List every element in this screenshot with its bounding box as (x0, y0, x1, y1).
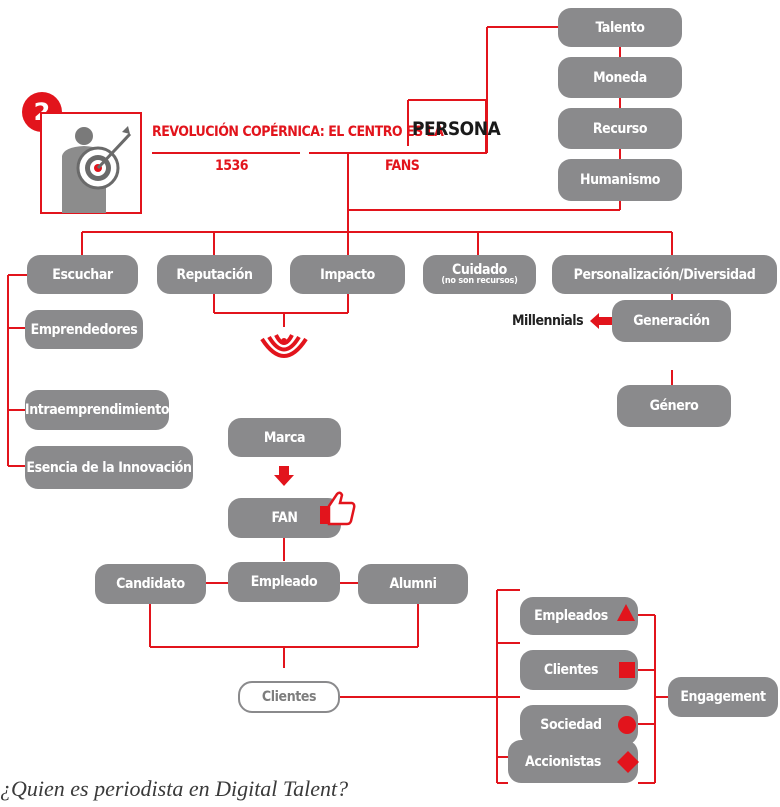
cuidado-box: Cuidado (no son recursos) (423, 255, 536, 294)
personalizacion-box: Personalización/Diversidad (552, 255, 777, 294)
alumni-box: Alumni (358, 564, 468, 604)
millennials-label: Millennials (512, 313, 584, 329)
empleado-box: Empleado (228, 562, 340, 602)
square-icon (619, 662, 635, 678)
year-label: 1536 (215, 158, 249, 174)
sociedad-label: Sociedad (540, 717, 602, 733)
engagement-box: Engagement (668, 677, 778, 717)
down-arrow-icon (274, 466, 294, 486)
circle-icon (618, 716, 636, 734)
generacion-box: Generación (612, 300, 731, 342)
candidato-box: Candidato (95, 564, 206, 604)
signal-waves-icon (260, 334, 308, 358)
diamond-icon (617, 751, 639, 773)
cuidado-sublabel: (no son recursos) (441, 276, 518, 286)
recurso-box: Recurso (558, 108, 682, 149)
businessman-target-icon (40, 112, 142, 214)
empleados-label: Empleados (534, 608, 608, 624)
clientes-outline-box: Clientes (238, 681, 340, 713)
triangle-icon (617, 604, 635, 621)
footer-question: ¿Quien es periodista en Digital Talent? (0, 776, 349, 801)
clientes-box: Clientes (520, 650, 638, 690)
emprendedores-box: Emprendedores (25, 310, 143, 349)
reputacion-box: Reputación (157, 255, 272, 294)
intraemprendimiento-box: Intraemprendimiento (25, 390, 169, 430)
header-title: REVOLUCIÓN COPÉRNICA: EL CENTRO ES LA (152, 124, 444, 140)
genero-box: Género (617, 385, 731, 427)
esencia-innovacion-box: Esencia de la Innovación (25, 446, 193, 489)
marca-box: Marca (228, 418, 341, 457)
talento-box: Talento (558, 8, 682, 47)
thumbs-up-icon (320, 491, 356, 526)
empleados-box: Empleados (520, 597, 638, 635)
humanismo-box: Humanismo (558, 159, 682, 201)
left-arrow-icon (590, 313, 612, 329)
fans-label: FANS (385, 158, 420, 174)
clientes-label: Clientes (543, 662, 599, 678)
escuchar-box: Escuchar (27, 255, 138, 294)
cuidado-label: Cuidado (452, 262, 507, 278)
accionistas-label: Accionistas (524, 753, 602, 770)
accionistas-box: Accionistas (508, 740, 638, 783)
header-highlight: PERSONA (412, 118, 501, 140)
moneda-box: Moneda (558, 57, 682, 98)
impacto-box: Impacto (290, 255, 405, 294)
